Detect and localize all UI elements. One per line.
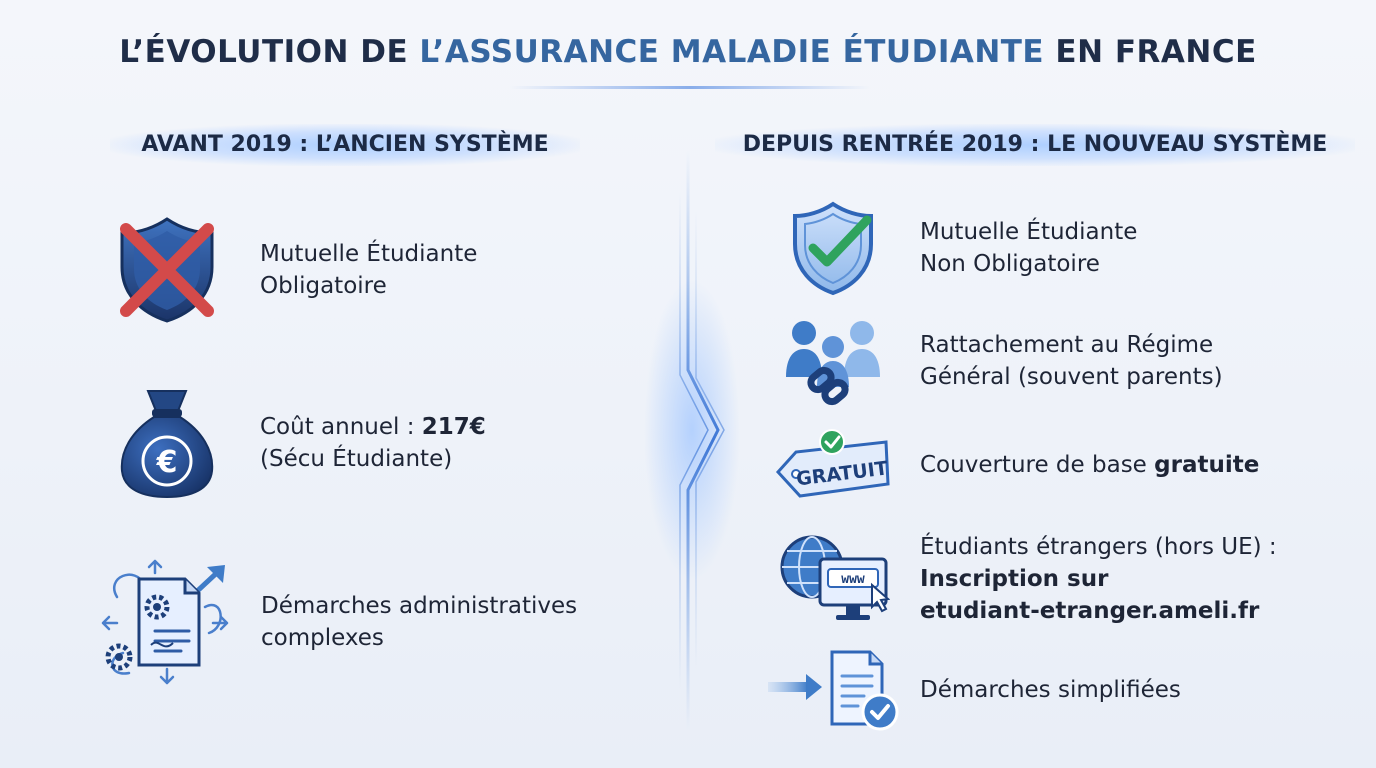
complex-document-icon bbox=[101, 559, 229, 685]
right-column-heading: DEPUIS RENTRÉE 2019 : LE NOUVEAU SYSTÈME bbox=[715, 124, 1355, 166]
left-item-2-line-2: (Sécu Étudiante) bbox=[260, 445, 453, 472]
right-item-2-line-1: Rattachement au Régime bbox=[920, 332, 1214, 358]
left-item-3-line-1: Démarches administratives bbox=[261, 593, 578, 619]
right-item-5-line-1: Démarches simplifiées bbox=[920, 677, 1181, 703]
left-column-heading: AVANT 2019 : L’ANCIEN SYSTÈME bbox=[110, 124, 580, 166]
left-item-3-text: Démarches administratives complexes bbox=[261, 590, 577, 654]
family-link-icon bbox=[786, 321, 880, 406]
right-item-5-text: Démarches simplifiées bbox=[920, 674, 1181, 706]
right-item-3-line-1-prefix: Couverture de base bbox=[920, 452, 1155, 478]
left-item-2-text: Coût annuel : 217€ (Sécu Étudiante) bbox=[260, 411, 486, 475]
check-shield-icon bbox=[793, 201, 873, 296]
svg-text:€: € bbox=[156, 445, 178, 480]
page-title: L’ÉVOLUTION DE L’ASSURANCE MALADIE ÉTUDI… bbox=[0, 34, 1376, 70]
left-item-1: Mutuelle Étudiante Obligatoire bbox=[112, 215, 477, 325]
right-item-2: Rattachement au Régime Général (souvent … bbox=[782, 315, 1223, 407]
crossed-shield-icon bbox=[120, 217, 214, 323]
left-item-1-line-1: Mutuelle Étudiante bbox=[260, 241, 478, 267]
title-part-1: L’ÉVOLUTION DE bbox=[119, 34, 420, 70]
right-item-4-line-2: Inscription sur bbox=[920, 566, 1109, 592]
right-item-2-text: Rattachement au Régime Général (souvent … bbox=[920, 329, 1223, 393]
simplified-document-icon bbox=[768, 650, 899, 731]
left-item-1-line-2: Obligatoire bbox=[260, 273, 387, 299]
title-underline bbox=[510, 86, 870, 89]
title-part-3: EN FRANCE bbox=[1044, 34, 1257, 70]
left-item-2: € Coût annuel : 217€ (Sécu Étudiante) bbox=[112, 385, 486, 500]
right-item-3: GRATUIT Couverture de base gratuite bbox=[774, 428, 1259, 502]
left-item-1-text: Mutuelle Étudiante Obligatoire bbox=[260, 238, 477, 302]
right-item-3-text: Couverture de base gratuite bbox=[920, 449, 1259, 481]
www-computer-icon: www bbox=[780, 535, 890, 620]
chevron-divider-icon bbox=[644, 150, 740, 730]
right-item-4-line-1: Étudiants étrangers (hors UE) : bbox=[920, 534, 1277, 560]
right-item-1: Mutuelle Étudiante Non Obligatoire bbox=[787, 200, 1137, 296]
right-item-1-text: Mutuelle Étudiante Non Obligatoire bbox=[920, 216, 1137, 280]
right-item-2-line-2: Général (souvent parents) bbox=[920, 364, 1223, 390]
www-label: www bbox=[841, 572, 865, 587]
right-item-4: www Étudiants étrangers (hors UE) : Insc… bbox=[778, 531, 1277, 627]
title-part-2: L’ASSURANCE MALADIE ÉTUDIANTE bbox=[419, 34, 1045, 70]
left-item-3: Démarches administratives complexes bbox=[95, 557, 577, 687]
right-item-1-line-2: Non Obligatoire bbox=[920, 251, 1100, 277]
right-item-1-line-1: Mutuelle Étudiante bbox=[920, 219, 1138, 245]
right-item-5: Démarches simplifiées bbox=[766, 648, 1181, 732]
gratuit-tag-icon: GRATUIT bbox=[775, 429, 890, 498]
left-item-2-line-1-prefix: Coût annuel : bbox=[260, 413, 422, 440]
annual-cost-value: 217€ bbox=[421, 413, 486, 440]
left-item-3-line-2: complexes bbox=[261, 625, 384, 651]
euro-money-bag-icon: € bbox=[120, 390, 214, 499]
right-item-4-text: Étudiants étrangers (hors UE) : Inscript… bbox=[920, 531, 1277, 627]
free-coverage-bold: gratuite bbox=[1154, 452, 1260, 478]
ameli-link-text: etudiant-etranger.ameli.fr bbox=[920, 598, 1260, 624]
